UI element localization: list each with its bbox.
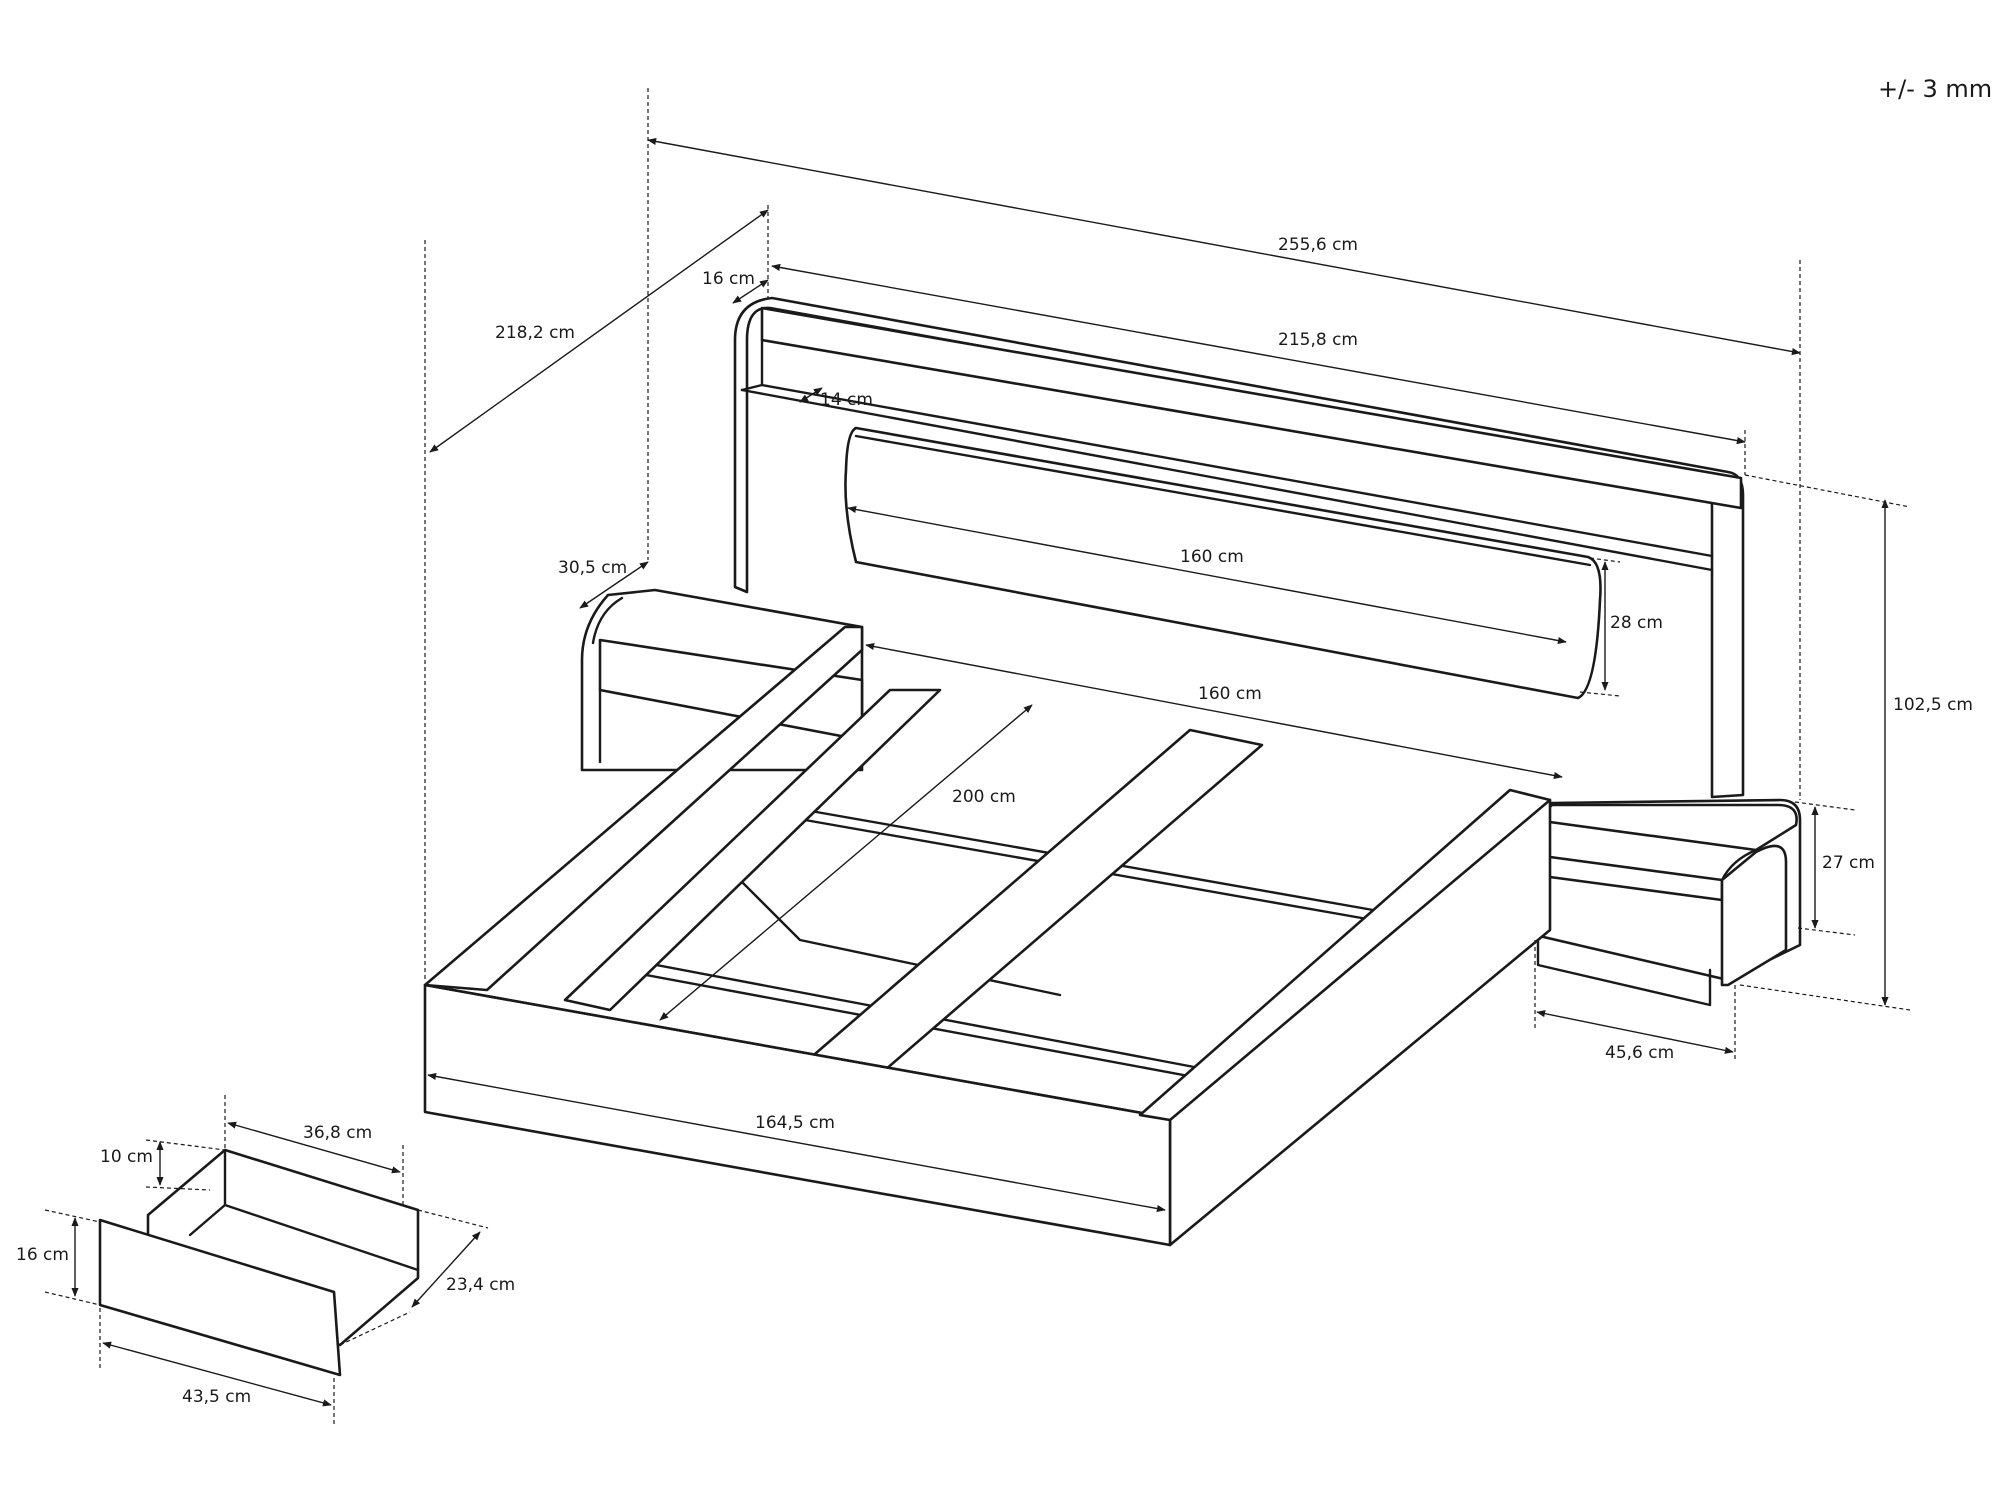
label-drawer-front-width: 43,5 cm [182,1387,251,1407]
drawer-front [98,1218,342,1377]
slat-right [806,728,1264,1072]
label-frame-width: 164,5 cm [755,1113,835,1133]
label-mattress-width: 160 cm [1198,684,1262,704]
label-total-height: 102,5 cm [1893,695,1973,715]
label-nightstand-width: 45,6 cm [1605,1043,1674,1063]
tolerance-note: +/- 3 mm [1878,75,1992,103]
label-headboard-width: 215,8 cm [1278,330,1358,350]
label-headboard-thickness: 16 cm [702,269,755,289]
frame-right-rail [1168,793,1552,1247]
label-nightstand-height: 27 cm [1822,853,1875,873]
label-nightstand-depth: 30,5 cm [558,558,627,578]
dimensions [44,88,1911,1425]
label-drawer-depth: 23,4 cm [446,1275,515,1295]
label-drawer-front-height: 16 cm [16,1245,69,1265]
label-overall-width: 255,6 cm [1278,235,1358,255]
dimension-labels: +/- 3 mm 255,6 cm 218,2 cm 16 cm 215,8 c… [16,75,1992,1407]
label-drawer-inner-height: 10 cm [100,1147,153,1167]
label-bed-depth: 218,2 cm [495,323,575,343]
label-cushion-height: 28 cm [1610,613,1663,633]
label-cushion-width: 160 cm [1180,547,1244,567]
right-nightstand [1533,798,1802,1007]
label-shelf-depth: 14 cm [820,390,873,410]
label-mattress-length: 200 cm [952,787,1016,807]
label-drawer-inner-width: 36,8 cm [303,1123,372,1143]
drawer [98,1148,420,1377]
